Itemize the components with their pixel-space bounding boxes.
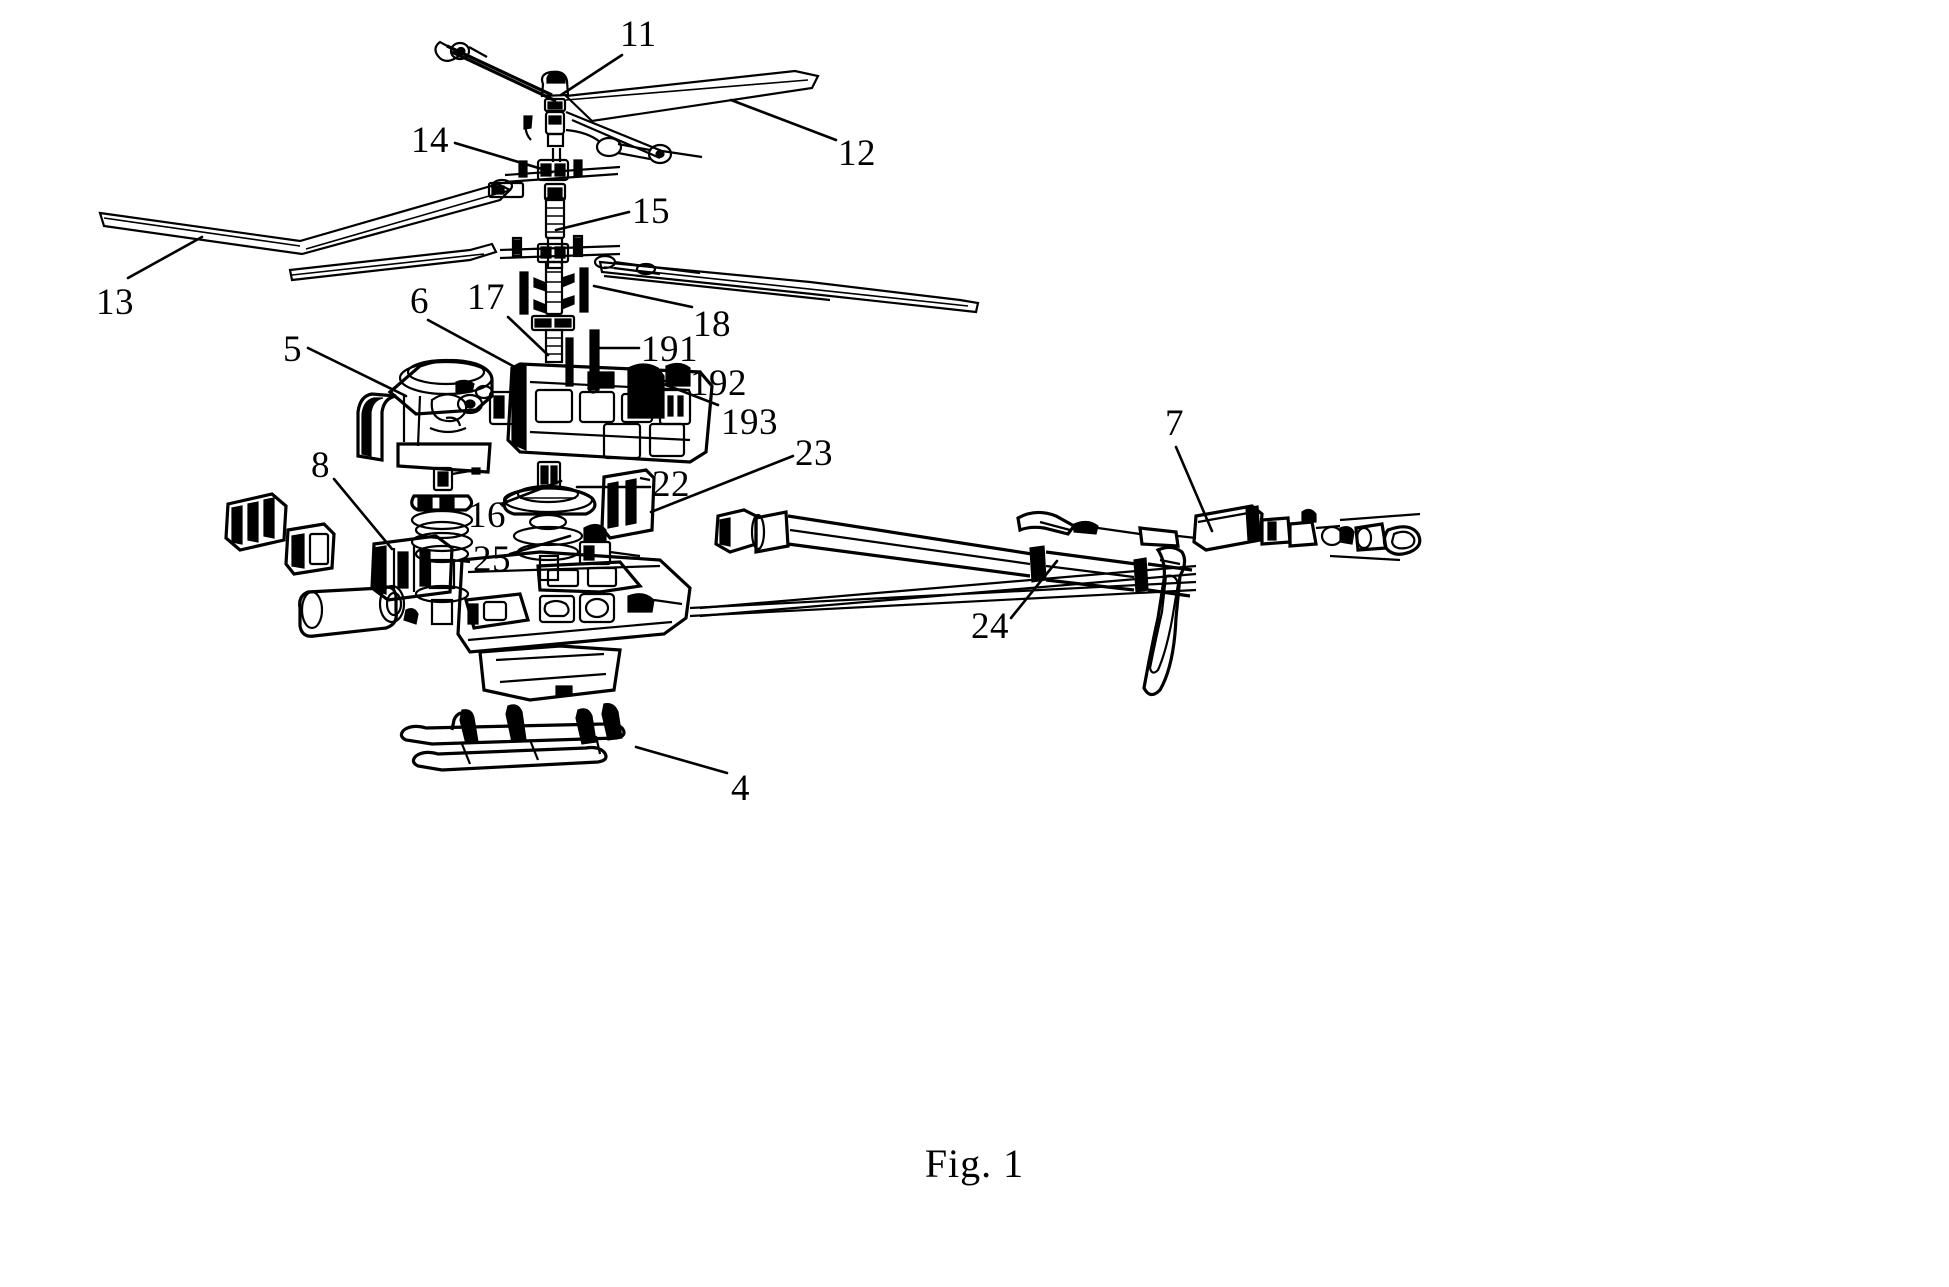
ref-label-7: 7 — [1165, 403, 1184, 444]
figure-caption: Fig. 1 — [924, 1141, 1025, 1186]
stabilizer-bar-group — [434, 40, 557, 103]
ref-label-17: 17 — [467, 277, 505, 318]
upper-rotor-hub — [523, 70, 673, 165]
ref-label-13: 13 — [96, 282, 134, 323]
ref-label-23: 23 — [795, 433, 833, 474]
ref-label-191: 191 — [641, 329, 698, 370]
vertical-fin — [1142, 545, 1187, 697]
ref-label-11: 11 — [620, 14, 657, 55]
ref-label-8: 8 — [311, 445, 330, 486]
lower-chassis — [456, 550, 692, 702]
main-frame-body — [488, 362, 714, 464]
ref-label-4: 4 — [731, 768, 750, 809]
battery-pack-8 — [370, 534, 471, 602]
ref-label-14: 14 — [411, 120, 449, 161]
main-shaft-gear-16 — [410, 466, 481, 626]
ref-label-25: 25 — [473, 539, 511, 580]
lower-rotor-blade-left-2 — [288, 242, 498, 282]
horizontal-stabiliser — [1016, 510, 1197, 548]
ref-label-15: 15 — [632, 191, 670, 232]
engine-housing-5 — [356, 358, 494, 474]
ref-label-5: 5 — [283, 329, 302, 370]
ref-label-18: 18 — [693, 304, 731, 345]
leader-lines — [126, 53, 1214, 775]
ref-label-193: 193 — [721, 402, 778, 443]
landing-skid-4 — [399, 703, 626, 772]
ref-label-12: 12 — [838, 133, 876, 174]
tail-boom-24 — [689, 508, 1197, 618]
lower-rotor-blade-left — [98, 178, 514, 256]
motor-23 — [600, 468, 656, 540]
ref-label-24: 24 — [971, 606, 1009, 647]
upper-rotor-blade-right — [563, 69, 820, 160]
upper-rotor-head-14 — [487, 148, 621, 202]
tail-rotor-7 — [1192, 504, 1422, 562]
ref-label-16: 16 — [468, 495, 506, 536]
ref-label-192: 192 — [690, 363, 747, 404]
ref-label-6: 6 — [410, 281, 429, 322]
ref-label-22: 22 — [652, 464, 690, 505]
left-motor-pod — [224, 492, 419, 638]
lower-rotor-head-17 — [499, 234, 701, 364]
lower-rotor-blade-right — [598, 260, 980, 314]
